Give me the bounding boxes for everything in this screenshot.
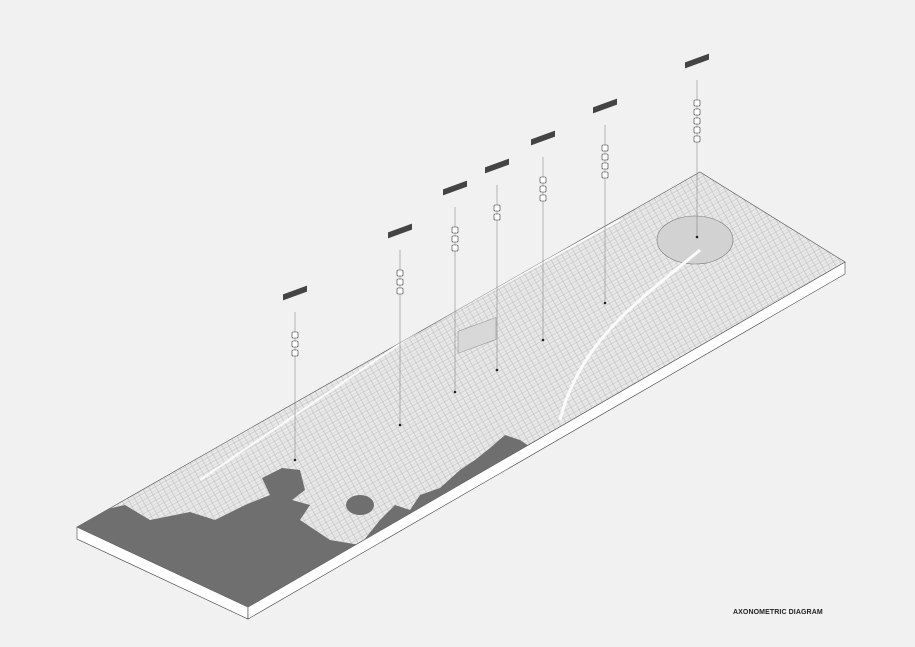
site-point [541, 338, 545, 342]
program-icon [693, 126, 701, 134]
site-point [293, 458, 297, 462]
program-icon [601, 144, 609, 152]
building-sketch [485, 158, 509, 174]
building-sketch [283, 285, 307, 301]
building-sketch [531, 130, 555, 146]
program-icon [396, 278, 404, 286]
site-marker-7 [685, 53, 709, 239]
site-point [453, 390, 457, 394]
bay [346, 495, 374, 515]
building-sketch [593, 98, 617, 114]
building-sketch [685, 53, 709, 69]
program-icon [396, 269, 404, 277]
program-icon [539, 194, 547, 202]
site-marker-2 [388, 223, 412, 427]
program-icon [493, 213, 501, 221]
site-point [695, 235, 699, 239]
program-icon [539, 185, 547, 193]
main-road [558, 248, 701, 421]
program-icon [601, 171, 609, 179]
program-icon [451, 244, 459, 252]
program-icon [291, 340, 299, 348]
program-icon [451, 226, 459, 234]
program-icon [601, 153, 609, 161]
diagram-caption: AXONOMETRIC DIAGRAM [733, 609, 823, 616]
program-icon [693, 135, 701, 143]
program-icon [693, 99, 701, 107]
site-marker-3 [443, 180, 467, 394]
campus-block [457, 317, 497, 354]
site-point [398, 423, 402, 427]
site-marker-1 [283, 285, 307, 462]
program-icon [493, 204, 501, 212]
site-marker-4 [485, 158, 509, 372]
building-sketch [388, 223, 412, 239]
program-icon [291, 331, 299, 339]
program-icon [451, 235, 459, 243]
site-point [495, 368, 499, 372]
park-forest [656, 215, 734, 265]
program-icon [693, 108, 701, 116]
program-icon [601, 162, 609, 170]
program-icon [693, 117, 701, 125]
program-icon [539, 176, 547, 184]
site-marker-6 [593, 98, 617, 305]
program-icon [396, 287, 404, 295]
site-marker-5 [531, 130, 555, 342]
site-point [603, 301, 607, 305]
program-icon [291, 349, 299, 357]
building-sketch [443, 180, 467, 196]
